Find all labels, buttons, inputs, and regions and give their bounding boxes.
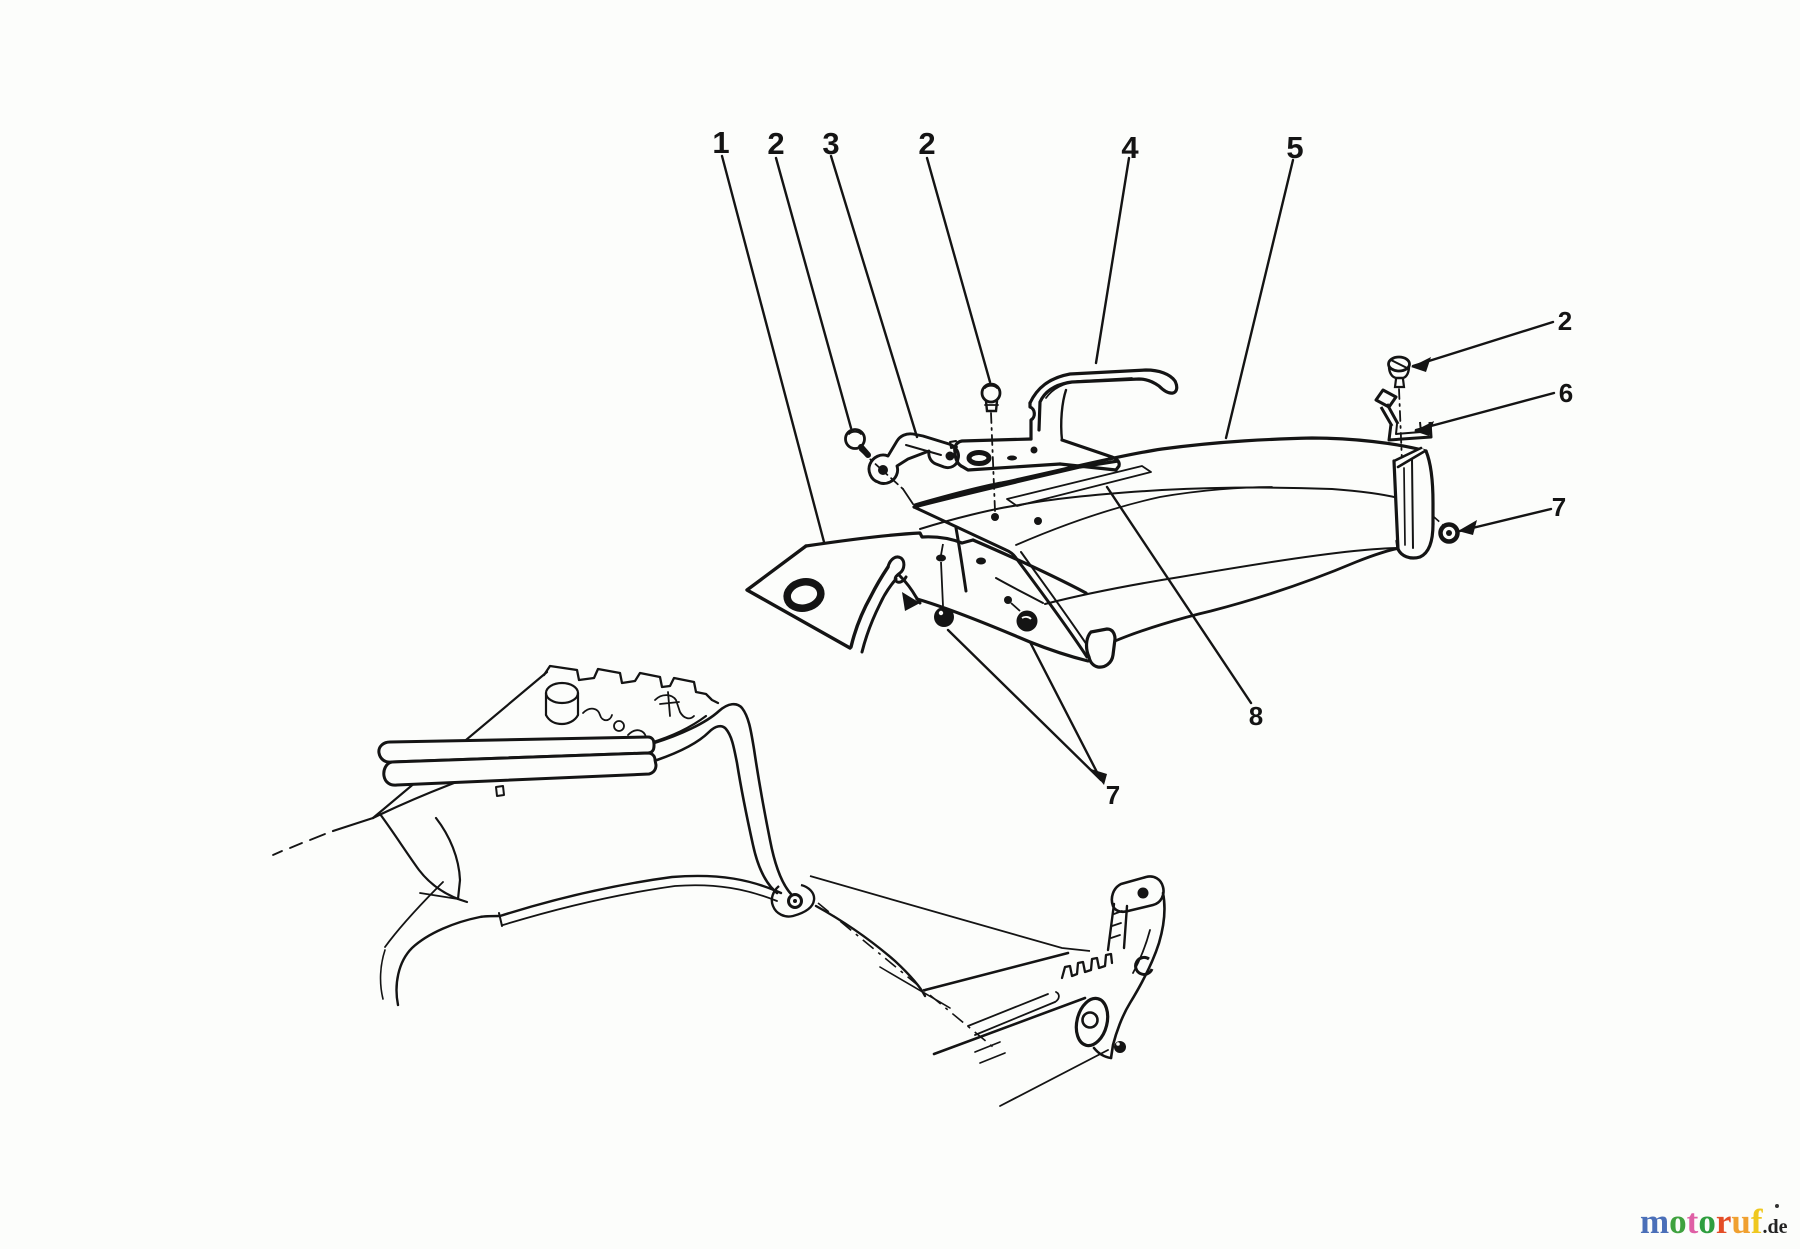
svg-text:6: 6 [1559,378,1573,408]
svg-text:4: 4 [1121,130,1139,165]
svg-text:7: 7 [1552,492,1566,522]
svg-text:8: 8 [1249,701,1263,731]
svg-text:1: 1 [712,125,729,160]
svg-text:7: 7 [1106,780,1120,810]
svg-text:2: 2 [918,126,935,161]
svg-text:2: 2 [767,126,784,161]
svg-text:5: 5 [1286,130,1303,165]
svg-text:motoruf.de: motoruf.de [1640,1202,1788,1241]
svg-text:3: 3 [822,126,839,161]
svg-text:2: 2 [1558,306,1572,336]
